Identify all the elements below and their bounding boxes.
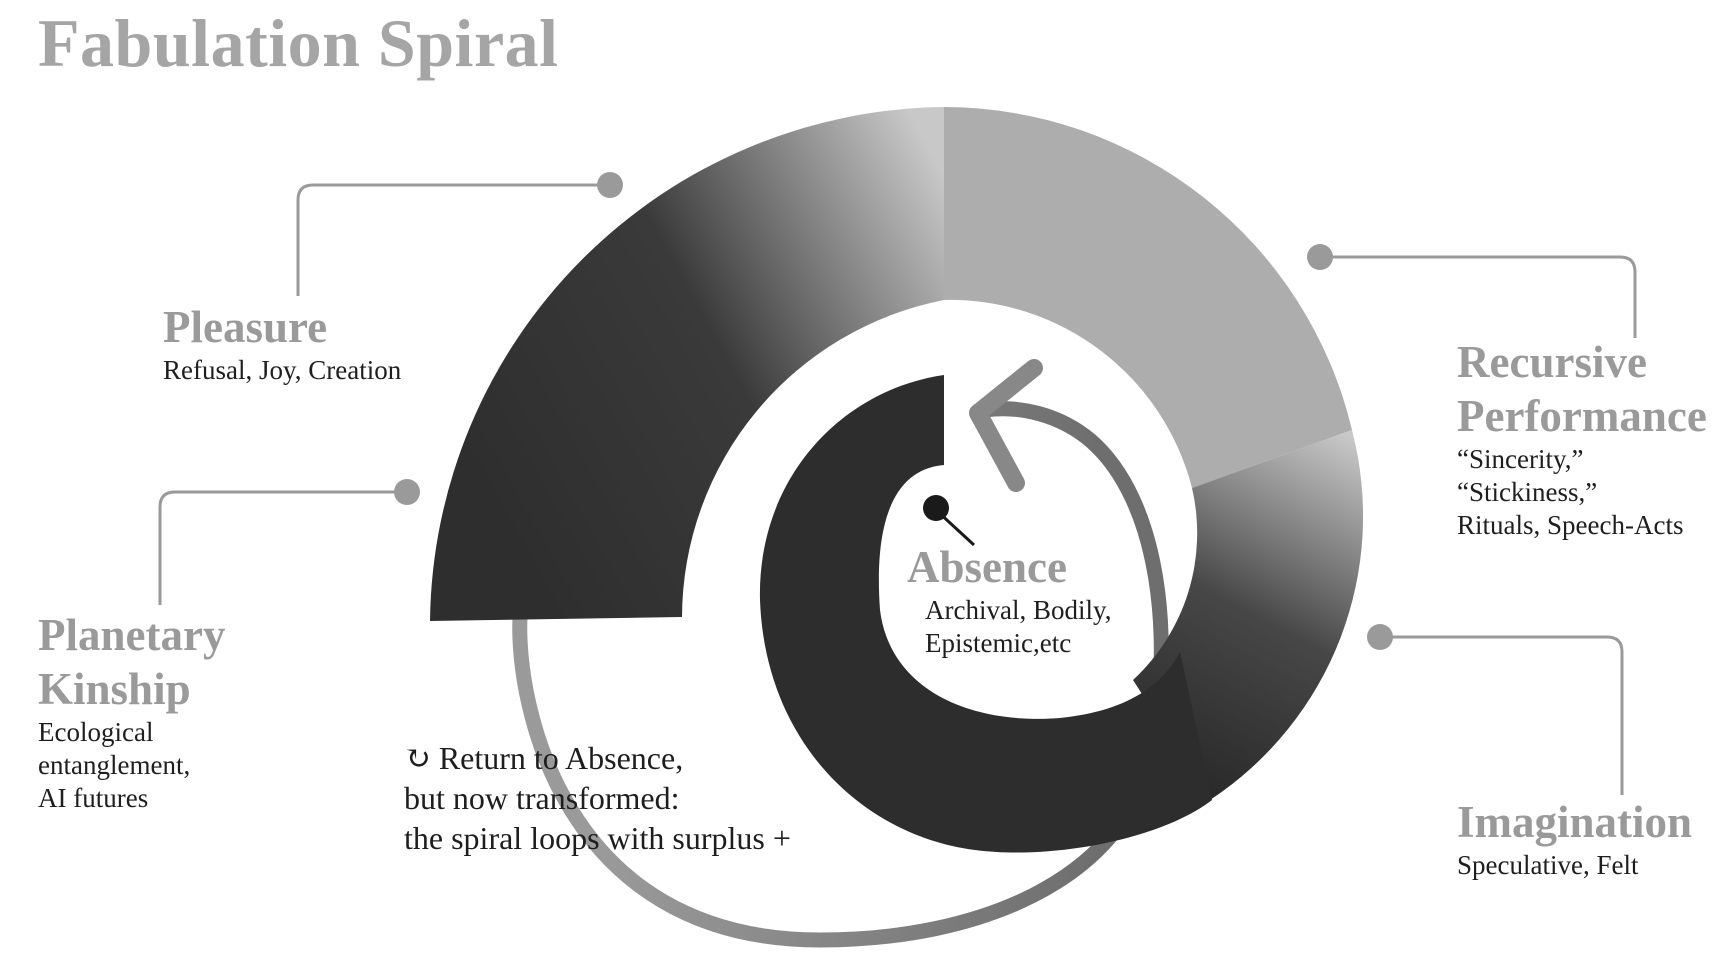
absence-heading: Absence xyxy=(907,542,1067,592)
recursive-performance-heading-line1: Recursive xyxy=(1457,337,1647,387)
recursive-performance-subtext-line2: “Stickiness,” xyxy=(1457,477,1598,507)
return-note-line3: the spiral loops with surplus + xyxy=(404,820,791,856)
recursive-performance-subtext-line3: Rituals, Speech-Acts xyxy=(1457,510,1684,540)
absence-subtext-line2: Epistemic,etc xyxy=(925,628,1072,658)
planetary-kinship-heading-line2: Kinship xyxy=(38,664,191,714)
inner-band-absence-ring xyxy=(759,375,1212,853)
planetary-kinship-connector-dot xyxy=(394,479,420,505)
imagination-connector-dot xyxy=(1367,624,1393,650)
planetary-kinship-connector xyxy=(158,490,407,605)
return-note: ↻ Return to Absence, but now transformed… xyxy=(404,738,791,858)
imagination-subtext: Speculative, Felt xyxy=(1457,850,1639,880)
outer-band-recursive-segment xyxy=(944,107,1352,488)
recursive-performance-subtext-line1: “Sincerity,” xyxy=(1457,444,1584,474)
imagination-connector xyxy=(1380,635,1624,795)
return-note-line1: ↻ Return to Absence, xyxy=(404,740,684,776)
recursive-performance-label: Recursive Performance “Sincerity,” “Stic… xyxy=(1457,335,1707,542)
pleasure-subtext: Refusal, Joy, Creation xyxy=(163,355,402,385)
outer-band-pleasure-segment xyxy=(430,107,944,621)
return-arrowhead xyxy=(969,359,1043,492)
absence-label: Absence Archival, Bodily, Epistemic,etc xyxy=(907,540,1111,660)
pleasure-connector-dot xyxy=(597,172,623,198)
recursive-performance-connector-dot xyxy=(1307,244,1333,270)
imagination-label: Imagination Speculative, Felt xyxy=(1457,795,1692,882)
planetary-kinship-subtext-line3: AI futures xyxy=(38,783,149,813)
pleasure-connector xyxy=(296,183,610,296)
pleasure-heading: Pleasure xyxy=(163,302,328,352)
return-loop-arrow xyxy=(512,401,1169,948)
diagram-title: Fabulation Spiral xyxy=(38,5,559,81)
planetary-kinship-subtext-line2: entanglement, xyxy=(38,750,191,780)
planetary-kinship-label: Planetary Kinship Ecological entanglemen… xyxy=(38,608,225,815)
pleasure-label: Pleasure Refusal, Joy, Creation xyxy=(163,300,401,387)
planetary-kinship-subtext-line1: Ecological xyxy=(38,717,154,747)
recursive-performance-connector xyxy=(1320,255,1637,338)
absence-pointer-dot xyxy=(923,495,949,521)
absence-subtext-line1: Archival, Bodily, xyxy=(925,595,1112,625)
imagination-heading: Imagination xyxy=(1457,797,1693,847)
planetary-kinship-heading-line1: Planetary xyxy=(38,610,226,660)
recursive-performance-heading-line2: Performance xyxy=(1457,391,1707,441)
return-note-line2: but now transformed: xyxy=(404,780,680,816)
